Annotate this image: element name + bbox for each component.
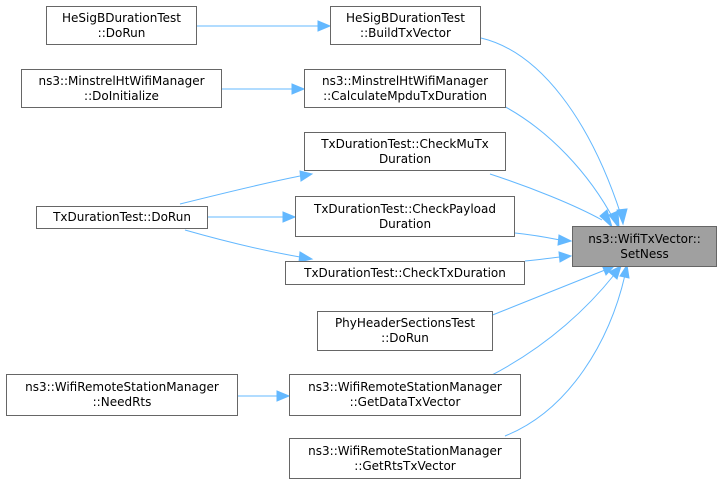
node-label: HeSigBDurationTest [346,10,465,25]
node-txduration-checktxduration[interactable]: TxDurationTest::CheckTxDuration [285,261,525,285]
node-label: ::BuildTxVector [360,25,451,40]
node-label: PhyHeaderSectionsTest [334,316,476,330]
node-label: ::NeedRts [92,395,152,409]
arrowhead [599,209,613,229]
node-label: ns3::MinstrelHtWifiManager [38,73,205,88]
node-label: ::GetDataTxVector [349,395,461,409]
node-label: TxDurationTest::CheckMuTx [321,136,489,151]
node-label: ::CalculateMpduTxDuration [323,88,487,103]
node-txduration-dorun[interactable]: TxDurationTest::DoRun [36,206,208,229]
arrowhead [299,170,314,182]
node-txduration-checkpayloadduration[interactable]: TxDurationTest::CheckPayload Duration [295,196,515,237]
node-wrsm-getrtstxvector[interactable]: ns3::WifiRemoteStationManager ::GetRtsTx… [289,438,521,479]
node-label: ::DoInitialize [84,88,159,103]
node-label: ::DoRun [97,25,146,40]
node-hesig-buildtxvector[interactable]: HeSigBDurationTest ::BuildTxVector [330,6,481,45]
arrowhead [608,210,620,230]
node-label: SetNess [620,246,669,261]
node-label: ns3::WifiRemoteStationManager [25,380,219,394]
node-phyheadersections-dorun[interactable]: PhyHeaderSectionsTest ::DoRun [317,311,493,351]
arrowhead [282,211,297,223]
edge-phyheader-to-setness [489,269,606,317]
arrowhead [291,83,306,95]
arrowhead [608,265,622,280]
node-label: HeSigBDurationTest [62,10,181,25]
node-label: TxDurationTest::DoRun [53,210,191,224]
edge-checktx-to-setness [524,256,561,262]
node-label: ns3::WifiTxVector:: [588,231,701,246]
node-wrsm-getdatatxvector[interactable]: ns3::WifiRemoteStationManager ::GetDataT… [289,374,521,416]
edge-checkmutx-to-setness [489,173,603,221]
node-txduration-checkmutxduration[interactable]: TxDurationTest::CheckMuTx Duration [304,132,506,171]
arrowhead [298,251,314,263]
node-label: TxDurationTest::CheckPayload [314,201,496,216]
edge-txd-dorun-to-checkmu [179,175,301,205]
edge-calculatempdu-to-setness [499,103,615,221]
edge-getrts-to-setness [504,274,626,437]
node-minstrel-doinitialize[interactable]: ns3::MinstrelHtWifiManager ::DoInitializ… [21,69,222,108]
arrowhead [276,390,291,402]
arrowhead [557,234,573,246]
node-wrsm-needrts[interactable]: ns3::WifiRemoteStationManager ::NeedRts [6,374,238,416]
arrowhead [619,263,630,279]
node-label: ::GetRtsTxVector [354,458,456,473]
arrowhead [317,20,332,32]
node-label: Duration [378,216,432,231]
edge-txd-dorun-to-checktx [184,229,301,258]
edge-checkpayload-to-setness [514,232,561,241]
node-hesig-dorun[interactable]: HeSigBDurationTest ::DoRun [46,6,197,45]
node-label: ns3::WifiRemoteStationManager [308,443,502,458]
edge-getdata-to-setness [489,274,615,377]
arrowhead [616,208,628,226]
node-label: ns3::WifiRemoteStationManager [308,380,502,394]
node-label: ::DoRun [381,331,429,345]
node-wifitxvector-setness: ns3::WifiTxVector:: SetNess [572,226,717,267]
node-label: TxDurationTest::CheckTxDuration [304,265,506,280]
node-label: ns3::MinstrelHtWifiManager [321,73,489,88]
edge-buildtxvector-to-setness [480,37,622,216]
node-minstrel-calculatempdutxduration[interactable]: ns3::MinstrelHtWifiManager ::CalculateMp… [304,69,506,108]
arrowhead [558,251,573,263]
node-label: Duration [378,151,432,166]
